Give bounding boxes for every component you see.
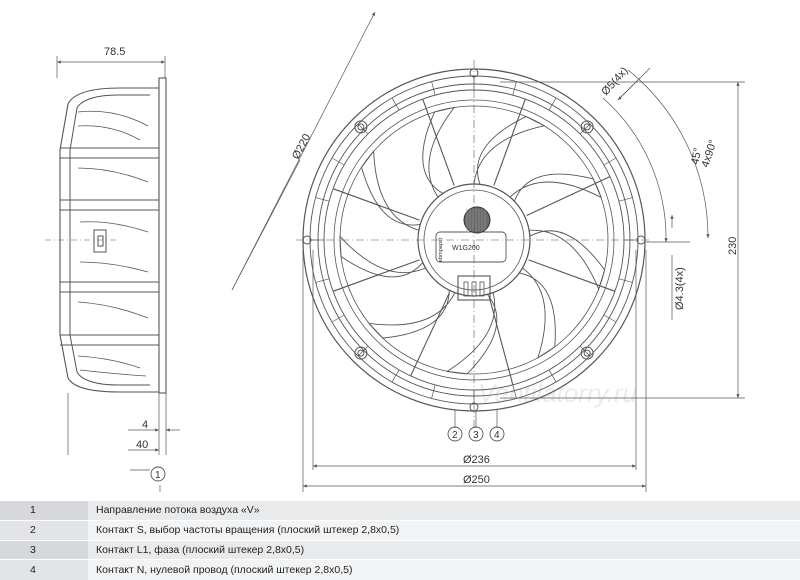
fan-technical-drawing: 78.5 4 40 1 2 3 4 Ø22 xyxy=(45,11,745,492)
housing-rib xyxy=(512,81,517,96)
callout-4: 4 xyxy=(494,430,500,441)
dim-hole-side: Ø4.3(4x) xyxy=(674,267,686,310)
housing-rib xyxy=(391,97,400,111)
legend-table: 1 Направление потока воздуха «V» 2 Конта… xyxy=(0,500,800,580)
hub-model-label: W1G200 xyxy=(452,245,480,252)
housing-rib xyxy=(579,345,591,357)
legend-row: 3 Контакт L1, фаза (плоский штекер 2,8x0… xyxy=(0,539,800,560)
callout-2: 2 xyxy=(452,430,458,441)
side-view xyxy=(45,56,180,492)
strut xyxy=(488,295,514,386)
housing-rib xyxy=(391,369,400,383)
callout-circle-4 xyxy=(489,426,505,442)
dim-depth-small: 4 xyxy=(142,419,148,431)
housing-rib xyxy=(603,314,617,323)
hub-vent xyxy=(463,206,491,234)
callout-1: 1 xyxy=(155,470,161,481)
fan-blade xyxy=(422,106,456,198)
legend-row: 4 Контакт N, нулевой провод (плоский ште… xyxy=(0,559,800,580)
hub-brand-label: ebmpapst xyxy=(438,237,444,262)
strut xyxy=(332,259,420,292)
housing-rib xyxy=(512,384,517,399)
housing-rib xyxy=(431,81,436,96)
strut xyxy=(422,98,455,186)
mounting-hole-inner xyxy=(583,349,591,357)
dim-depth-large: 40 xyxy=(136,439,148,451)
legend-text: Контакт S, выбор частоты вращения (плоск… xyxy=(88,519,800,540)
connector-pin-4 xyxy=(479,281,485,297)
dim-height-230: 230 xyxy=(727,237,739,255)
dim-angle-45: 45° xyxy=(689,147,704,166)
mounting-hole xyxy=(354,120,368,134)
strut xyxy=(526,176,611,216)
dim-side-width: 78.5 xyxy=(104,46,125,58)
housing-rib xyxy=(603,157,617,166)
fan-blade xyxy=(509,173,602,202)
legend-text: Направление потока воздуха «V» xyxy=(88,500,800,521)
connector-callouts xyxy=(447,426,505,442)
watermark: Ventilatorry.ru xyxy=(478,378,637,408)
housing-rib xyxy=(579,123,591,135)
fan-blade xyxy=(518,267,556,359)
mounting-hole-inner xyxy=(357,349,365,357)
dim-diameter-250: Ø250 xyxy=(463,474,490,486)
legend-row: 1 Направление потока воздуха «V» xyxy=(0,500,800,521)
dim-diameter-220: Ø220 xyxy=(290,132,313,161)
legend-row: 2 Контакт S, выбор частоты вращения (пло… xyxy=(0,519,800,540)
housing-rib xyxy=(548,97,557,111)
mounting-hole-inner xyxy=(357,123,365,131)
legend-num: 4 xyxy=(0,559,88,580)
strut xyxy=(410,292,450,377)
callout-3: 3 xyxy=(473,430,479,441)
fan-blade xyxy=(339,235,427,278)
callout-circle-3 xyxy=(468,426,484,442)
dim-diameter-236: Ø236 xyxy=(463,454,490,466)
fan-blade xyxy=(367,289,456,339)
callout-circle-2 xyxy=(447,426,463,442)
fan-blade xyxy=(445,292,498,375)
housing-rib xyxy=(315,278,330,283)
fan-blade xyxy=(473,116,546,185)
mounting-hole-inner xyxy=(583,123,591,131)
dim-hole-top: Ø5(4x) xyxy=(599,65,630,98)
housing-rib xyxy=(315,197,330,202)
legend-num: 3 xyxy=(0,539,88,560)
mounting-hole xyxy=(354,346,368,360)
housing-rib xyxy=(357,345,369,357)
housing-rib xyxy=(357,123,369,135)
strut xyxy=(528,259,616,292)
callout-circle-1 xyxy=(150,466,166,482)
housing-rib xyxy=(618,278,633,283)
fan-blade xyxy=(528,229,606,291)
fan-blade xyxy=(361,149,421,231)
housing-rib xyxy=(331,314,345,323)
mounting-hole xyxy=(580,346,594,360)
housing-rib xyxy=(431,384,436,399)
housing-rib xyxy=(618,197,633,202)
legend-text: Контакт N, нулевой провод (плоский штеке… xyxy=(88,559,800,580)
legend-text: Контакт L1, фаза (плоский штекер 2,8x0,5… xyxy=(88,539,800,560)
strut xyxy=(493,98,526,186)
strut xyxy=(332,188,420,221)
housing-rib xyxy=(548,369,557,383)
housing-rib xyxy=(331,157,345,166)
legend-num: 1 xyxy=(0,500,88,521)
mounting-hole xyxy=(580,120,594,134)
legend-num: 2 xyxy=(0,519,88,540)
connector-pin-2 xyxy=(463,281,469,297)
